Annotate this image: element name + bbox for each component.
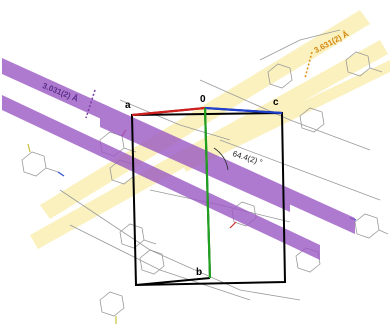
o-bond (229, 221, 237, 229)
contact-dash-purple (85, 89, 96, 119)
chain (199, 79, 371, 151)
axis-a-line (131, 106, 206, 117)
cell-bottom-edge (135, 277, 211, 286)
ring (119, 223, 145, 249)
contact-dash-orange (304, 51, 313, 79)
axis-b-label: b (196, 267, 203, 278)
bond (369, 67, 383, 73)
bond (45, 167, 59, 173)
ring (299, 107, 325, 133)
ring (99, 291, 125, 317)
chain (119, 99, 231, 141)
yellow-plane-3 (180, 60, 390, 172)
f-bond (27, 143, 31, 153)
ring (354, 213, 380, 239)
purple-planes (2, 58, 355, 260)
origin-label: 0 (200, 94, 206, 105)
angle-arc (213, 147, 229, 171)
chain (59, 189, 301, 301)
axis-c-label: c (273, 97, 279, 108)
cell-axes (131, 106, 283, 279)
purple-plane-2 (2, 95, 320, 260)
bond (123, 147, 137, 153)
axis-b-line (203, 107, 212, 279)
axis-a-label: a (125, 100, 131, 111)
yellow-plane-1 (30, 40, 388, 249)
chain (69, 224, 251, 301)
chain (219, 139, 381, 201)
ring (267, 63, 293, 89)
n-bond (57, 171, 65, 177)
ring (21, 151, 47, 177)
cell-front-face (130, 111, 287, 287)
axis-c-line (204, 106, 283, 115)
bond (143, 239, 157, 245)
purple-plane-3 (100, 115, 290, 212)
bond (378, 229, 389, 235)
chain (259, 29, 341, 61)
